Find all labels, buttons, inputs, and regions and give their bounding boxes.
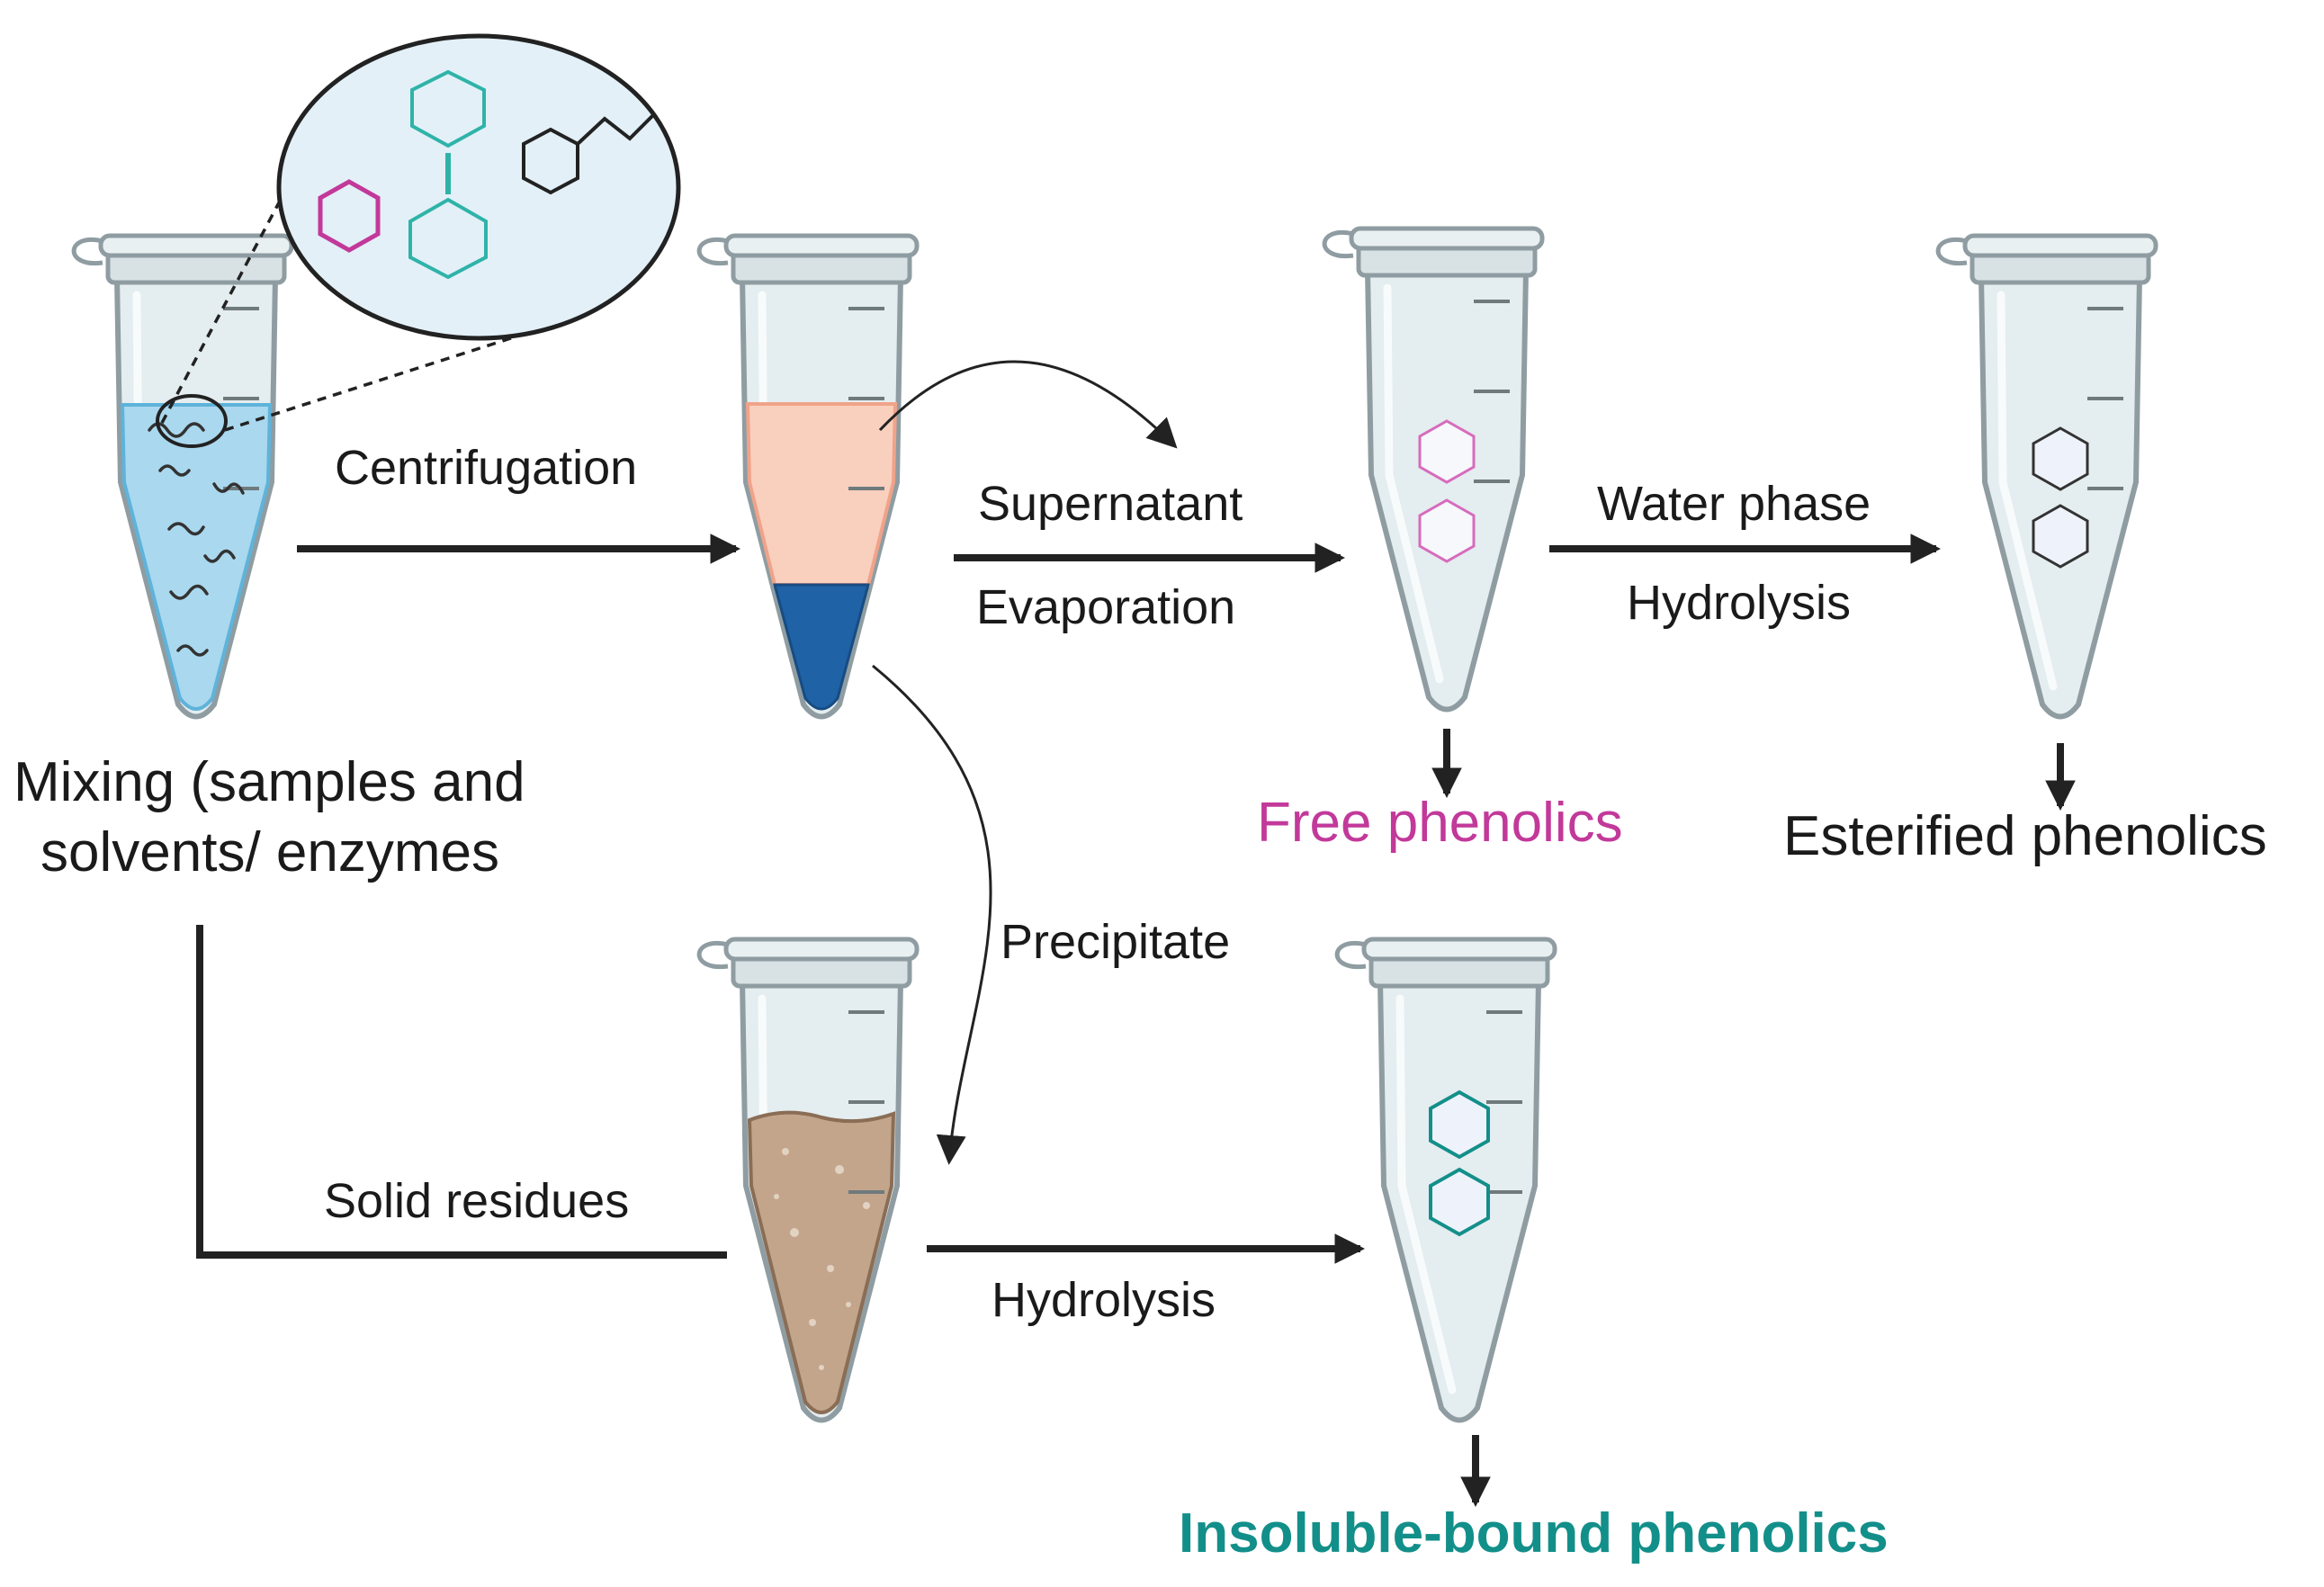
mixing-label-line2: solvents/ enzymes — [40, 821, 499, 883]
free-phenolics-label: Free phenolics — [1257, 792, 1623, 854]
water-phase-label: Water phase — [1597, 477, 1871, 531]
arrow-icon — [878, 360, 1178, 449]
esterified-phenolics-label: Esterified phenolics — [1783, 805, 2267, 867]
precipitate-label: Precipitate — [1000, 915, 1230, 969]
teal-hexagon-icon — [410, 69, 486, 148]
magenta-hexagon-icon — [318, 179, 381, 253]
arrow-icon — [196, 925, 727, 1259]
centrifugation-label: Centrifugation — [335, 441, 637, 495]
molecule-zoom-bubble — [160, 33, 681, 432]
esterified-phenolics-tube — [1938, 236, 2156, 717]
mixing-label-line1: Mixing (samples and — [13, 751, 525, 813]
teal-hexagon-icon — [408, 197, 488, 280]
insoluble-bound-phenolics-label: Insoluble-bound phenolics — [1179, 1502, 1889, 1565]
mixing-tube — [74, 236, 292, 717]
solid-residues-label: Solid residues — [324, 1174, 629, 1228]
arrow-icon — [872, 664, 992, 1165]
flow-arrows — [196, 360, 2076, 1508]
insoluble-bound-tube — [1337, 939, 1555, 1421]
solid-residue-tube — [699, 939, 917, 1421]
hydrolysis-label-bottom: Hydrolysis — [992, 1273, 1216, 1327]
hydrolysis-label-top: Hydrolysis — [1627, 576, 1851, 630]
free-phenolics-tube — [1324, 229, 1542, 710]
evaporation-label: Evaporation — [976, 580, 1235, 634]
supernatant-label: Supernatant — [978, 477, 1243, 531]
centrifuged-tube — [699, 236, 917, 717]
